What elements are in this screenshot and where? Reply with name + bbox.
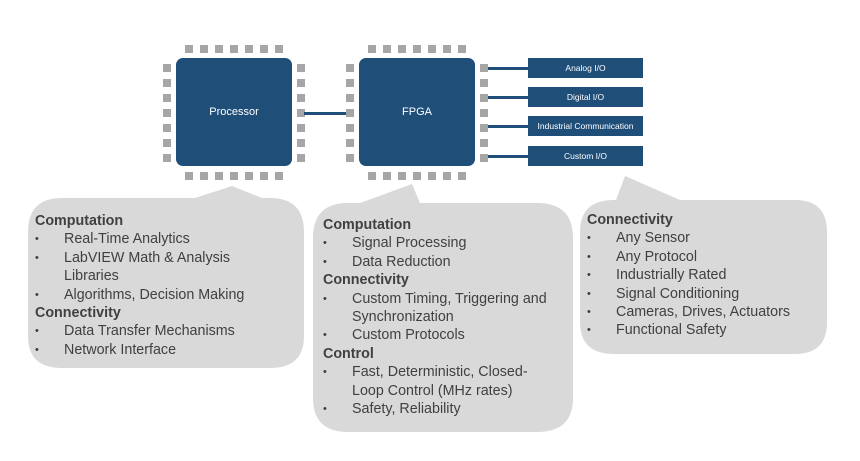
chip-pin	[443, 172, 451, 180]
chip-pin	[346, 109, 354, 117]
chip-pin	[185, 45, 193, 53]
callout-item: Functional Safety	[587, 321, 822, 340]
chip-pin	[297, 64, 305, 72]
callout-item: Fast, Deterministic, Closed-Loop Control…	[323, 363, 557, 400]
io-wire-custom	[488, 155, 528, 158]
chip-pin	[346, 79, 354, 87]
chip-pin	[480, 124, 488, 132]
chip-pin	[297, 154, 305, 162]
chip-pin	[163, 109, 171, 117]
chip-pin	[368, 45, 376, 53]
processor-callout: Computation Real-Time Analytics LabVIEW …	[35, 212, 300, 360]
callout-heading: Connectivity	[323, 272, 409, 289]
chip-pin	[230, 45, 238, 53]
chip-pin	[275, 172, 283, 180]
chip-pin	[480, 139, 488, 147]
fpga-label: FPGA	[402, 106, 432, 118]
chip-pin	[215, 45, 223, 53]
chip-pin	[230, 172, 238, 180]
callout-item: Network Interface	[35, 341, 300, 360]
callout-item: Industrially Rated	[587, 266, 822, 285]
callout-item: Data Reduction	[323, 253, 563, 272]
chip-pin	[260, 172, 268, 180]
chip-pin	[480, 79, 488, 87]
callout-heading: Control	[323, 345, 374, 362]
callout-heading: Connectivity	[587, 212, 673, 228]
chip-pin	[163, 139, 171, 147]
io-block-analog: Analog I/O	[528, 58, 643, 78]
callout-item: Data Transfer Mechanisms	[35, 322, 300, 341]
chip-pin	[346, 64, 354, 72]
chip-pin	[163, 94, 171, 102]
chip-pin	[297, 139, 305, 147]
callout-item: Custom Timing, Triggering and Synchroniz…	[323, 290, 552, 327]
callout-item: Safety, Reliability	[323, 400, 563, 419]
callout-heading: Connectivity	[35, 305, 121, 322]
io-block-industrial-communication: Industrial Communication	[528, 116, 643, 136]
io-block-custom: Custom I/O	[528, 146, 643, 166]
chip-pin	[245, 172, 253, 180]
chip-pin	[458, 45, 466, 53]
io-block-digital: Digital I/O	[528, 87, 643, 107]
chip-pin	[383, 45, 391, 53]
chip-pin	[398, 172, 406, 180]
chip-pin	[480, 109, 488, 117]
io-wire-analog	[488, 67, 528, 70]
chip-pin	[163, 154, 171, 162]
chip-pin	[480, 154, 488, 162]
chip-pin	[163, 79, 171, 87]
callout-heading: Computation	[323, 217, 412, 233]
callout-item: Algorithms, Decision Making	[35, 286, 300, 305]
chip-pin	[185, 172, 193, 180]
chip-pin	[260, 45, 268, 53]
chip-pin	[346, 139, 354, 147]
fpga-callout: Computation Signal Processing Data Reduc…	[323, 216, 563, 419]
callout-item: Cameras, Drives, Actuators	[587, 303, 822, 322]
chip-pin	[383, 172, 391, 180]
chip-pin	[297, 109, 305, 117]
processor-fpga-link	[304, 112, 346, 115]
chip-pin	[245, 45, 253, 53]
processor-chip: Processor	[176, 58, 292, 166]
io-callout: Connectivity Any Sensor Any Protocol Ind…	[587, 211, 822, 340]
io-wire-digital	[488, 96, 528, 99]
callout-item: Custom Protocols	[323, 326, 563, 345]
chip-pin	[297, 94, 305, 102]
chip-pin	[215, 172, 223, 180]
chip-pin	[297, 79, 305, 87]
chip-pin	[428, 172, 436, 180]
chip-pin	[458, 172, 466, 180]
chip-pin	[480, 64, 488, 72]
callout-item: Real-Time Analytics	[35, 230, 300, 249]
processor-label: Processor	[209, 106, 259, 118]
callout-item: Signal Processing	[323, 234, 563, 253]
callout-item: Any Sensor	[587, 229, 822, 248]
chip-pin	[413, 172, 421, 180]
chip-pin	[443, 45, 451, 53]
fpga-chip: FPGA	[359, 58, 475, 166]
chip-pin	[413, 45, 421, 53]
chip-pin	[163, 64, 171, 72]
callout-heading: Computation	[35, 213, 124, 229]
chip-pin	[480, 94, 488, 102]
callout-item: LabVIEW Math & Analysis Libraries	[35, 249, 264, 286]
chip-pin	[200, 45, 208, 53]
chip-pin	[275, 45, 283, 53]
chip-pin	[346, 154, 354, 162]
chip-pin	[398, 45, 406, 53]
chip-pin	[368, 172, 376, 180]
chip-pin	[428, 45, 436, 53]
chip-pin	[200, 172, 208, 180]
chip-pin	[346, 124, 354, 132]
chip-pin	[163, 124, 171, 132]
callout-item: Signal Conditioning	[587, 285, 822, 304]
chip-pin	[346, 94, 354, 102]
chip-pin	[297, 124, 305, 132]
io-wire-industrial	[488, 125, 528, 128]
callout-item: Any Protocol	[587, 248, 822, 267]
